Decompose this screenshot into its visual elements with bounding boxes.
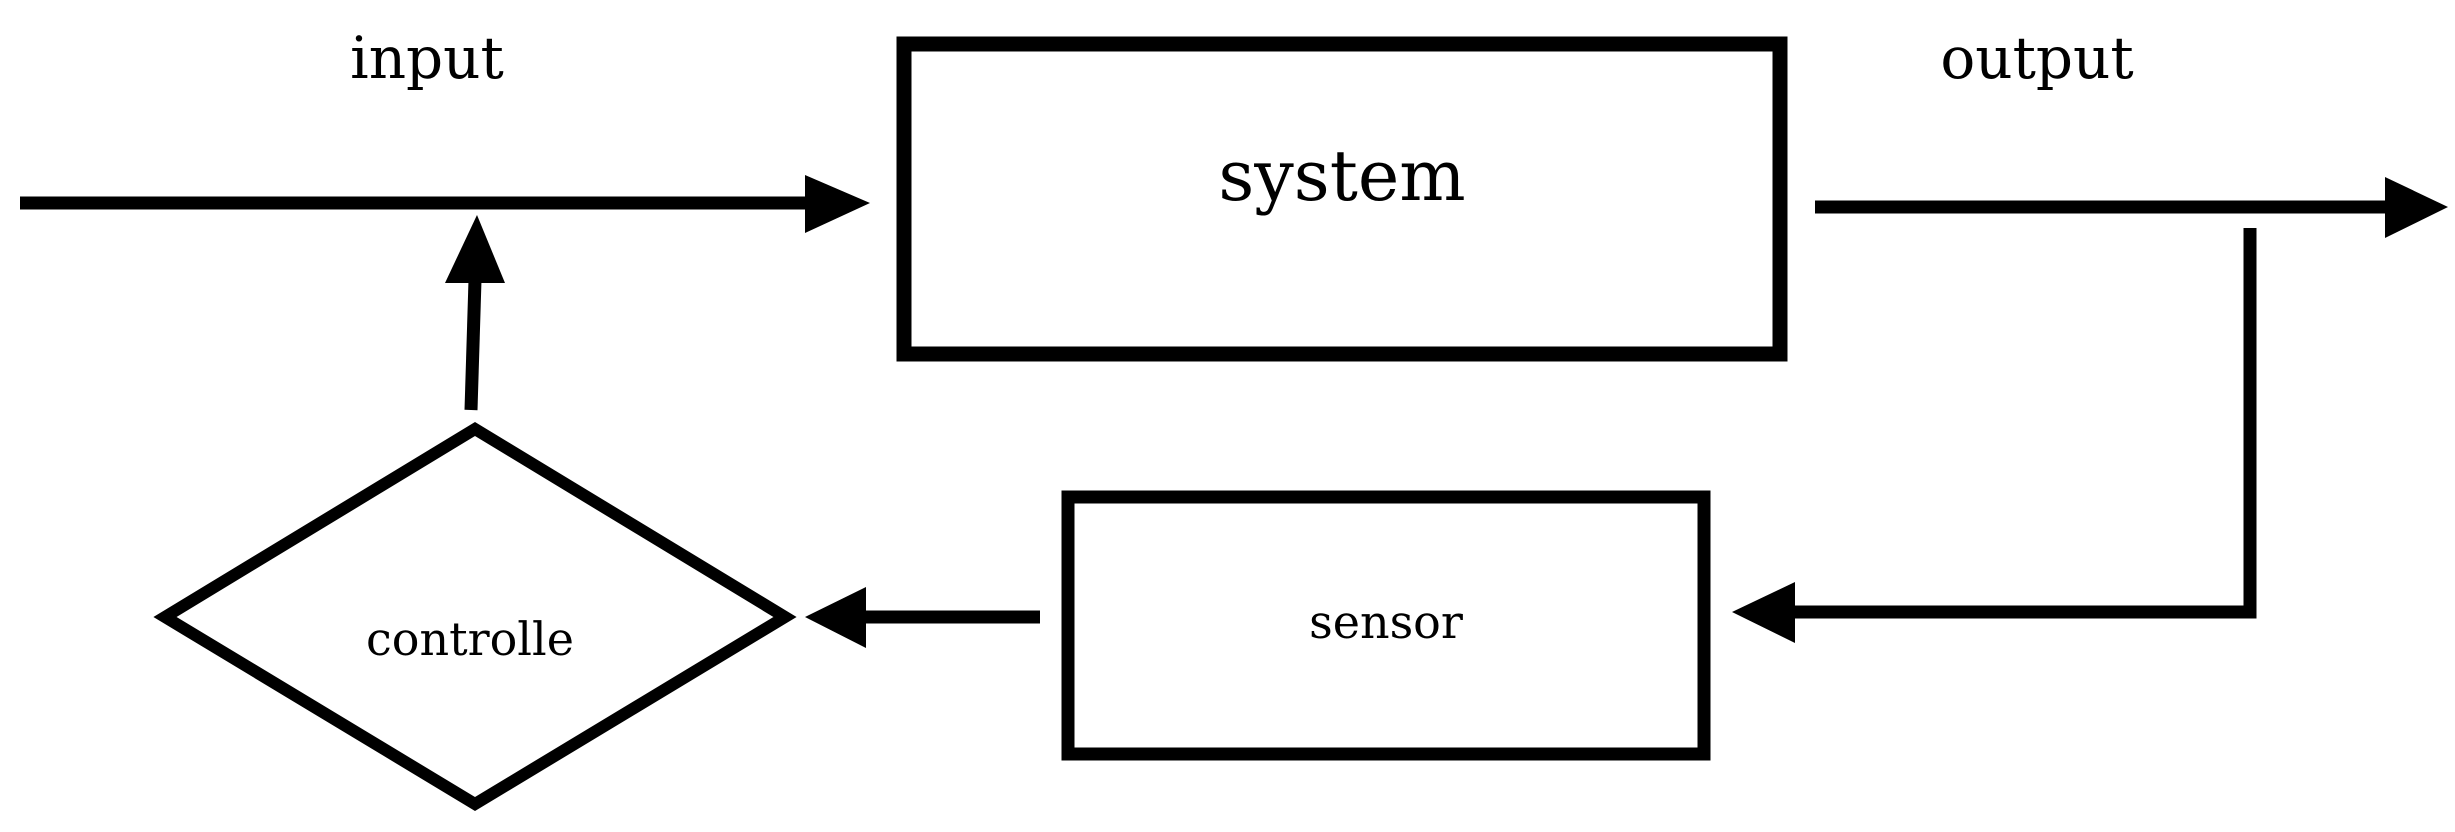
controller-block: controlle (153, 421, 797, 812)
controller-to-input-arrow (445, 215, 505, 411)
system-block: system (896, 36, 1788, 362)
feedback-path (1732, 228, 2257, 643)
input-label: input (350, 24, 504, 92)
input-arrow (20, 175, 870, 233)
sensor-block: sensor (1061, 490, 1711, 761)
system-label: system (1218, 135, 1465, 217)
output-label: output (1940, 24, 2133, 92)
sensor-box (1061, 490, 1711, 761)
controller-label: controlle (366, 612, 574, 666)
controller-diamond (153, 421, 797, 812)
sensor-label: sensor (1309, 595, 1463, 649)
output-arrow (1815, 177, 2448, 238)
system-box (896, 36, 1788, 362)
sensor-to-controller-arrow (805, 587, 1040, 648)
